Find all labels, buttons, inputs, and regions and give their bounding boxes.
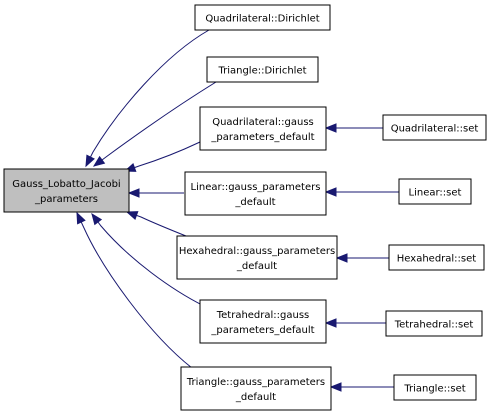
edges-layer: [76, 29, 400, 392]
edge-hex_gpd: [126, 211, 187, 237]
node-label: Triangle::set: [403, 384, 465, 395]
arrowhead-quad_set: [324, 123, 337, 133]
node-label: Triangle::gauss_parameters: [186, 377, 325, 388]
node-box: [388, 244, 485, 271]
node-quad-gpd[interactable]: Quadrilateral::gauss_parameters_default: [199, 106, 327, 151]
node-lin-gpd[interactable]: Linear::gauss_parameters_default: [184, 171, 327, 216]
node-lin-set[interactable]: Linear::set: [398, 178, 472, 205]
node-tri-dirichlet[interactable]: Triangle::Dirichlet: [206, 56, 319, 83]
node-box: [180, 366, 332, 411]
node-label: _parameters_default: [210, 325, 314, 336]
node-hex-set[interactable]: Hexahedral::set: [388, 244, 485, 271]
node-box: [176, 235, 338, 280]
node-label: Tetrahedral::gauss: [216, 310, 310, 321]
arrowhead-tri_set: [329, 382, 342, 392]
arrowhead-lin_gpd: [127, 188, 140, 198]
node-box: [199, 106, 327, 151]
arrowhead-tri_dirichlet: [92, 155, 106, 167]
node-label: Quadrilateral::gauss: [212, 117, 314, 128]
arrowhead-hex_set: [335, 253, 348, 263]
node-tet-set[interactable]: Tetrahedral::set: [385, 310, 483, 337]
edge-tri_gpd: [76, 212, 193, 369]
node-label: _default: [235, 392, 276, 403]
node-label: Quadrilateral::Dirichlet: [205, 14, 319, 25]
node-box: [382, 114, 487, 141]
node-label: _parameters: [34, 194, 98, 205]
node-tet-gpd[interactable]: Tetrahedral::gauss_parameters_default: [199, 299, 327, 344]
node-label: _parameters_default: [210, 132, 314, 143]
node-label: _default: [236, 261, 277, 272]
node-label: Gauss_Lobatto_Jacobi: [12, 179, 120, 190]
node-box: [206, 56, 319, 83]
node-tri-set[interactable]: Triangle::set: [393, 374, 477, 401]
node-box: [184, 171, 327, 216]
node-label: Quadrilateral::set: [391, 124, 479, 135]
node-box: [194, 4, 331, 31]
arrowhead-lin_set: [324, 187, 337, 197]
node-box: [3, 168, 130, 213]
node-tri-gpd[interactable]: Triangle::gauss_parameters_default: [180, 366, 332, 411]
arrowhead-tri_gpd: [76, 211, 86, 225]
edge-tet_gpd: [91, 213, 205, 307]
node-label: Linear::set: [409, 188, 462, 199]
node-box: [393, 374, 477, 401]
node-label: Linear::gauss_parameters: [191, 182, 321, 193]
node-label: Hexahedral::gauss_parameters: [179, 246, 335, 257]
node-hex-gpd[interactable]: Hexahedral::gauss_parameters_default: [176, 235, 338, 280]
node-label: _default: [234, 197, 275, 208]
edge-tri_dirichlet: [93, 81, 217, 167]
arrowhead-hex_gpd: [125, 211, 139, 220]
edge-quad_dirichlet: [85, 29, 210, 167]
node-box: [398, 178, 472, 205]
edge-quad_gpd: [124, 141, 201, 172]
node-quad-set[interactable]: Quadrilateral::set: [382, 114, 487, 141]
node-quad-dirichlet[interactable]: Quadrilateral::Dirichlet: [194, 4, 331, 31]
arrowhead-tet_set: [324, 318, 337, 328]
node-box: [385, 310, 483, 337]
arrowhead-quad_dirichlet: [85, 154, 95, 168]
node-label: Hexahedral::set: [397, 254, 476, 265]
arrowhead-tet_gpd: [91, 212, 103, 226]
node-label: Tetrahedral::set: [394, 320, 474, 331]
node-label: Triangle::Dirichlet: [217, 66, 306, 77]
node-gauss[interactable]: Gauss_Lobatto_Jacobi _parameters: [3, 168, 130, 213]
node-box: [199, 299, 327, 344]
nodes-layer: Gauss_Lobatto_Jacobi _parameters Quadrilat…: [3, 4, 487, 411]
